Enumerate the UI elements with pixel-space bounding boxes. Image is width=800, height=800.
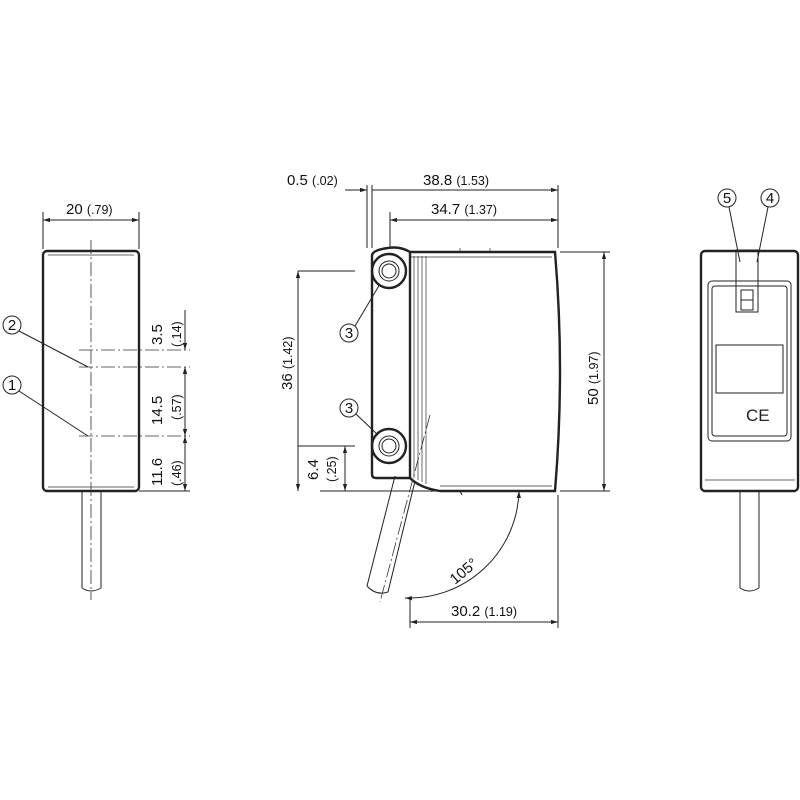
dim-38-8: 38.8 (1.53): [423, 172, 489, 189]
dim-34-7: 34.7 (1.37): [431, 201, 497, 218]
dim-6-4: 6.4: [305, 459, 322, 480]
side-view: 0.5 (.02) 38.8 (1.53) 34.7 (1.37) 30.2 (…: [279, 172, 610, 628]
dim-11-6-inch: (.46): [170, 460, 184, 486]
dim-6-4-inch: (.25): [325, 456, 339, 482]
ce-mark: CE: [746, 406, 770, 425]
dim-3-5-inch: (.14): [170, 321, 184, 347]
dim-width-20: 20 (.79): [66, 201, 113, 218]
callout-3-upper: 3: [345, 325, 353, 342]
callout-4: 4: [766, 190, 774, 207]
callout-5: 5: [723, 190, 731, 207]
dim-14-5: 14.5: [149, 396, 166, 425]
dim-3-5: 3.5: [149, 324, 166, 345]
front-view: 20 (.79) 3.5 (.14) 14.5 (.57) 11.6 (.46)…: [2, 201, 190, 600]
dim-36: 36 (1.42): [279, 336, 296, 390]
dim-30-2: 30.2 (1.19): [451, 603, 517, 620]
callout-3-lower: 3: [345, 400, 353, 417]
dim-50: 50 (1.97): [585, 351, 602, 405]
dim-14-5-inch: (.57): [170, 394, 184, 420]
callout-2: 2: [8, 317, 16, 334]
rear-view: CE 5 4: [699, 188, 800, 592]
callout-1: 1: [8, 377, 16, 394]
dim-0-5: 0.5 (.02): [287, 172, 338, 189]
dim-11-6: 11.6: [149, 458, 166, 486]
